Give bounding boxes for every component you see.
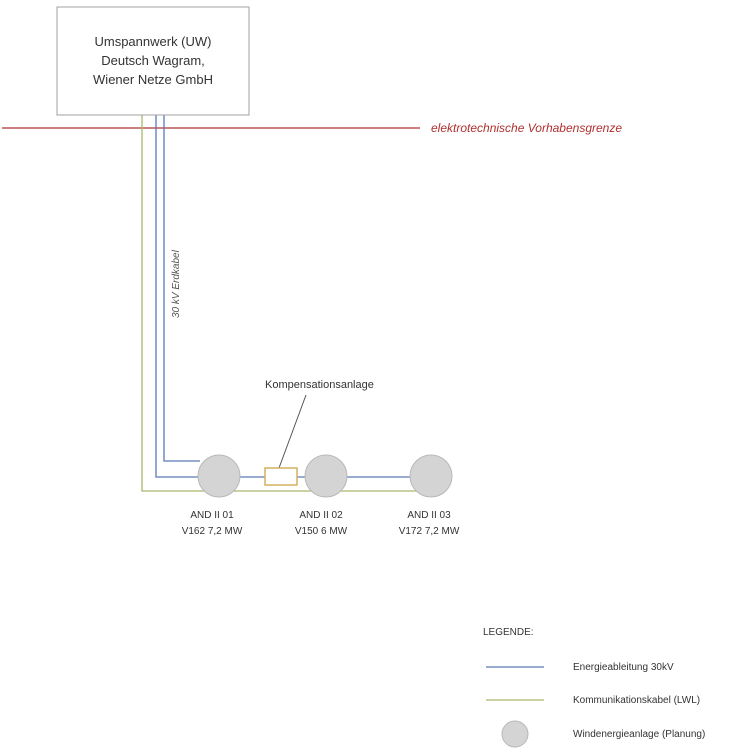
- compensation-leader: [278, 394, 307, 469]
- compensation-label: Kompensationsanlage: [265, 379, 374, 391]
- legend: LEGENDE: Energieableitung 30kV Kommunika…: [483, 627, 705, 748]
- substation-line-3: Wiener Netze GmbH: [93, 72, 213, 87]
- legend-turbine-label: Windenergieanlage (Planung): [573, 729, 705, 740]
- substation-box: [56, 6, 250, 116]
- substation-line-1: Umspannwerk (UW): [94, 34, 211, 49]
- legend-comm-line-label: Kommunikationskabel (LWL): [573, 695, 700, 706]
- turbine-1-id: AND II 01: [190, 510, 234, 521]
- project-boundary-label: elektrotechnische Vorhabensgrenze: [431, 121, 622, 135]
- turbine-and-ii-03: [409, 454, 453, 498]
- legend-title: LEGENDE:: [483, 627, 534, 638]
- turbine-and-ii-01: [197, 454, 241, 498]
- turbine-3-id: AND II 03: [407, 510, 451, 521]
- turbine-2-id: AND II 02: [299, 510, 343, 521]
- turbine-2-model: V150 6 MW: [295, 526, 348, 537]
- cable-label: 30 kV Erdkabel: [171, 249, 182, 318]
- substation-line-2: Deutsch Wagram,: [101, 53, 205, 68]
- legend-turbine-symbol: [501, 720, 529, 748]
- energy-cable-outer: [155, 115, 200, 478]
- turbine-1-model: V162 7,2 MW: [182, 526, 243, 537]
- energy-cable-inner: [163, 115, 200, 462]
- legend-energy-line-label: Energieableitung 30kV: [573, 662, 674, 673]
- communication-cable: [141, 115, 418, 492]
- turbine-3-model: V172 7,2 MW: [399, 526, 460, 537]
- turbine-and-ii-02: [304, 454, 348, 498]
- compensation-box: [264, 467, 298, 486]
